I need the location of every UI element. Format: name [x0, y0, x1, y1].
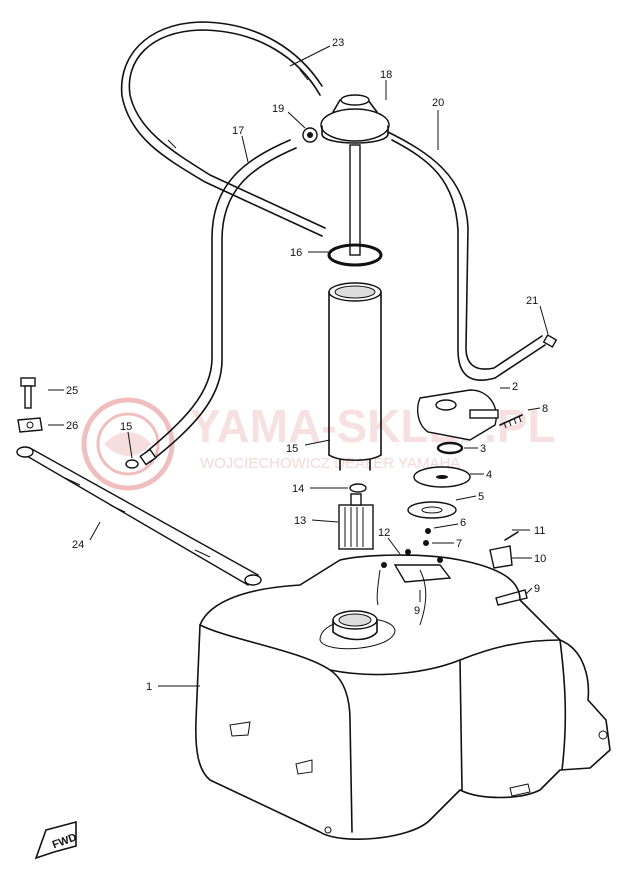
watermark-subtitle: WOJCIECHOWICZ DEALER YAMAHA	[200, 455, 460, 472]
callout-22: 21	[526, 295, 538, 307]
part-25-bolt	[20, 377, 36, 409]
callout-19: 17	[232, 125, 244, 137]
fwd-marker: FWD	[34, 820, 78, 860]
callout-8: 8	[542, 403, 548, 415]
part-15-clip-lower	[125, 459, 139, 469]
callout-15-lower: 15	[120, 421, 132, 433]
part-4-diaphragm	[413, 466, 471, 488]
part-3-ring	[436, 441, 464, 455]
callout-15-upper: 14	[292, 483, 304, 495]
part-8-bolt	[499, 414, 523, 429]
callout-4: 4	[486, 469, 492, 481]
part-24-rod	[16, 446, 262, 586]
callout-16: 15	[286, 443, 298, 455]
callout-6: 6	[460, 517, 466, 529]
callout-23: 23	[332, 37, 344, 49]
part-7-spring	[423, 540, 429, 546]
part-2-body	[416, 389, 499, 441]
callout-9: 9	[414, 605, 420, 617]
part-11-bracket	[489, 531, 519, 569]
part-5-gasket	[407, 501, 457, 519]
callout-17: 16	[290, 247, 302, 259]
part-20-fitting	[302, 127, 318, 143]
part-14-filter	[338, 493, 374, 550]
callout-3: 3	[480, 443, 486, 455]
callout-18: 18	[380, 69, 392, 81]
callout-10: 12	[378, 527, 390, 539]
callout-20: 19	[272, 103, 284, 115]
hose-23	[120, 21, 326, 237]
callout-13: 9	[534, 583, 540, 595]
hose-19	[139, 139, 297, 466]
watermark-brand: YAMA-SKLEP.PL	[190, 400, 556, 452]
part-17-oring	[327, 243, 383, 267]
callout-25: 25	[66, 385, 78, 397]
callout-26: 26	[66, 420, 78, 432]
part-6-washer	[425, 528, 431, 534]
part-16-tube	[328, 282, 382, 471]
part-1-fuel-tank	[195, 554, 611, 840]
callouts: 23 18 19 20 17 16 21 25 26 15 2 8 15 3 4…	[48, 37, 549, 693]
part-22-fitting	[542, 334, 558, 348]
hose-21	[387, 131, 546, 381]
part-18-cap	[320, 94, 390, 256]
callout-2: 2	[512, 381, 518, 393]
watermark-logo	[81, 397, 175, 491]
callout-1: 1	[146, 681, 152, 693]
callout-12: 11	[534, 525, 545, 537]
part-26-washer	[17, 417, 43, 433]
callout-7: 7	[456, 538, 462, 550]
part-15-clip-upper	[349, 483, 367, 493]
callout-21: 20	[432, 97, 444, 109]
part-9-plate	[381, 549, 452, 583]
callout-5: 5	[478, 491, 484, 503]
callout-14: 13	[294, 515, 306, 527]
callout-24: 24	[72, 539, 84, 551]
callout-11: 10	[534, 553, 546, 565]
